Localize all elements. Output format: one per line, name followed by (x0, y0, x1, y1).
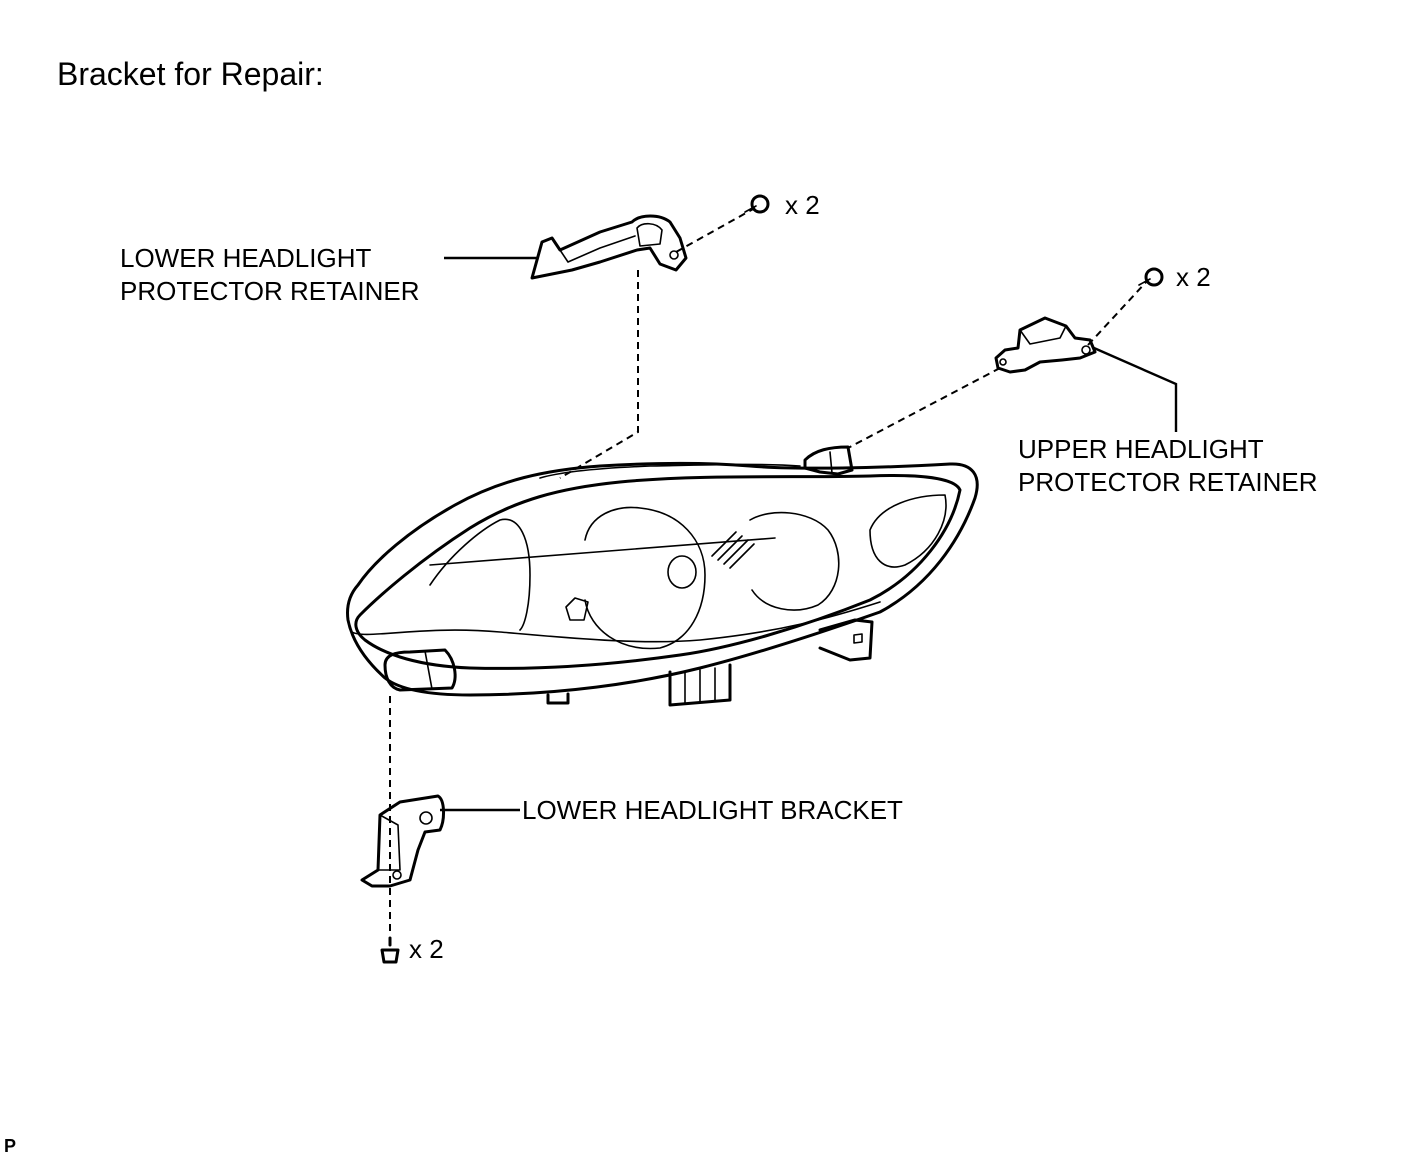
lens-glare-hatch (711, 531, 755, 569)
upper-retainer-bolt-guide (1087, 279, 1149, 346)
high-beam-reflector (749, 511, 840, 611)
upper-protector-retainer-part (994, 316, 1097, 374)
lower-bracket-part (360, 794, 445, 888)
retainer-boss (636, 222, 663, 247)
retainer-slot (999, 358, 1007, 366)
lens-reference-line (429, 537, 776, 566)
retainer-flange-edge (1019, 325, 1067, 345)
lower-retainer-bolt-guide (675, 207, 756, 253)
lower-headlight-protector-retainer-label: LOWER HEADLIGHT PROTECTOR RETAINER (120, 242, 420, 308)
page-title: Bracket for Repair: (57, 56, 324, 92)
upper-retainer-bolt-icon (1138, 267, 1164, 287)
retainer-bolt-hole (669, 250, 679, 260)
upper-rear-mount (803, 445, 854, 476)
lower-retainer-bolt-quantity: x 2 (785, 190, 820, 220)
lens-lower-rim (351, 601, 881, 643)
bracket-lower-hole (392, 870, 402, 880)
headlight-housing-outline (346, 461, 979, 697)
lower-retainer-install-guide (559, 270, 639, 479)
upper-retainer-install-guide (847, 367, 1001, 449)
bracket-bolt-quantity: x 2 (409, 934, 444, 964)
retainer-bolt-hole (1081, 345, 1091, 355)
upper-headlight-protector-retainer-label: UPPER HEADLIGHT PROTECTOR RETAINER (1018, 433, 1318, 499)
rear-lower-mount-hole (853, 633, 863, 644)
projector-reflector (584, 506, 706, 650)
left-reflector (429, 518, 531, 631)
lower-protector-retainer-part (530, 214, 688, 280)
lower-headlight-protector-retainer (530, 214, 688, 280)
upper-headlight-protector-retainer (994, 316, 1097, 374)
upper-protector-retainer-leader (1093, 346, 1178, 432)
bracket-bolt-hole (419, 811, 433, 825)
reflector-tab (565, 597, 589, 621)
retainer-inner-edge (559, 235, 636, 263)
label-line-1: LOWER HEADLIGHT (120, 243, 372, 273)
lower-retainer-bolt-icon (744, 194, 770, 214)
label-line-2: PROTECTOR RETAINER (120, 276, 420, 306)
side-marker-divider (424, 650, 433, 690)
corner-mark: P (4, 1136, 17, 1156)
rear-lower-mount (818, 618, 874, 662)
label-line-2: PROTECTOR RETAINER (1018, 467, 1318, 497)
projector-lens-circle (667, 555, 697, 589)
bracket-bolt-icon (380, 936, 400, 964)
label-line-1: UPPER HEADLIGHT (1018, 434, 1264, 464)
upper-retainer-bolt-quantity: x 2 (1176, 262, 1211, 292)
headlight-assembly (346, 445, 979, 707)
side-marker-lamp (383, 648, 457, 692)
lower-headlight-bracket-label: LOWER HEADLIGHT BRACKET (522, 795, 903, 825)
bottom-foot (546, 692, 570, 705)
turn-signal-chamber (869, 494, 947, 568)
upper-rear-mount-edge (829, 451, 833, 474)
housing-top-ridge (539, 463, 801, 479)
lower-headlight-bracket (360, 794, 445, 888)
headlight-lens-outline (354, 474, 962, 670)
